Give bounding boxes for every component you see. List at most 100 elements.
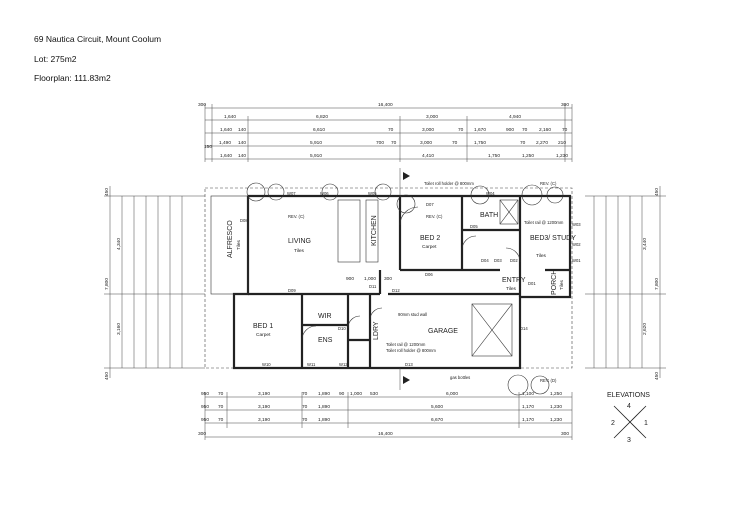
dim-b1-j: 1,100	[522, 391, 534, 397]
address-title: 69 Nautica Circuit, Mount Coolum	[34, 34, 162, 44]
dim-b2-d: 70	[302, 404, 308, 410]
room-ldry: LDRY	[373, 321, 380, 340]
bottom-dimensions: 950 70 3,190 70 1,890 90 1,000 530 6,000…	[198, 391, 573, 440]
dim-inner-900: 900	[346, 276, 354, 282]
dim-b1-d: 70	[302, 391, 308, 397]
room-bed2: BED 2	[420, 235, 440, 242]
dim-b2-e: 1,890	[318, 404, 330, 410]
tag-d14: D14	[520, 326, 528, 331]
room-garage: GARAGE	[428, 328, 458, 335]
dim-b3-b: 70	[218, 417, 224, 423]
dim-l-a: 450	[104, 188, 110, 196]
dim-t5-a: 1,640	[220, 153, 232, 159]
dim-t5-d: 4,410	[422, 153, 434, 159]
note-rev-d: REV. (D)	[540, 378, 557, 383]
dim-t5-c: 5,910	[310, 153, 322, 159]
dim-l-e: 450	[104, 372, 110, 380]
dim-t4-l: 210	[558, 140, 566, 146]
dim-b3-h: 1,230	[550, 417, 562, 423]
dim-b4-b: 16,400	[378, 431, 393, 437]
room-wir: WIR	[318, 313, 332, 320]
tag-w01: W01	[572, 258, 581, 263]
tag-d03: D03	[494, 258, 502, 263]
dim-t4-h: 70	[452, 140, 458, 146]
tag-d13: D13	[405, 362, 413, 367]
elevations-title: ELEVATIONS	[607, 392, 650, 399]
dim-b1-k: 1,250	[550, 391, 562, 397]
dim-t4-a: 150	[204, 144, 212, 150]
room-living: LIVING	[288, 238, 311, 245]
dim-b2-g: 1,170	[522, 404, 534, 410]
dim-t2-a: 1,640	[224, 114, 236, 120]
dim-t3-f: 70	[458, 127, 464, 133]
room-kitchen: KITCHEN	[371, 215, 378, 246]
note-toilet-top: Toilet roll holder @ 800mm	[424, 181, 474, 186]
room-porch-floor: Tiles	[559, 279, 565, 290]
note-rev-c-right: REV. (C)	[540, 181, 557, 186]
room-living-floor: Tiles	[294, 248, 305, 254]
section-arrow-top	[403, 172, 410, 180]
tag-d01: D01	[528, 281, 536, 286]
dim-b4-a: 300	[198, 431, 206, 437]
room-bed3-floor: Tiles	[536, 253, 547, 259]
dim-t4-g: 3,000	[420, 140, 432, 146]
tag-d07: D07	[426, 202, 434, 207]
dim-b3-a: 950	[201, 417, 209, 423]
right-dimensions: 450 3,440 7,800 2,620 450	[585, 186, 666, 380]
dim-t4-k: 2,270	[536, 140, 548, 146]
tag-d10: D10	[338, 326, 346, 331]
lot-size: Lot: 275m2	[34, 54, 77, 64]
garage-car-outline	[471, 303, 513, 357]
dim-t2-c: 3,000	[426, 114, 438, 120]
dim-top-300b: 300	[561, 102, 569, 108]
dim-t5-b: 140	[238, 153, 246, 159]
note-toilet-bath: Toilet rail @ 1200mm	[524, 220, 564, 225]
dim-b3-c: 3,190	[258, 417, 270, 423]
dim-t4-i: 1,750	[474, 140, 486, 146]
tag-w07: W07	[287, 191, 296, 196]
room-bath: BATH	[480, 212, 498, 219]
floorplan-size: Floorplan: 111.83m2	[34, 73, 111, 83]
dim-b1-h: 530	[370, 391, 378, 397]
dim-t3-j: 2,160	[539, 127, 551, 133]
tag-d09: D09	[288, 288, 296, 293]
dim-r-e: 450	[654, 372, 660, 380]
elevation-2: 2	[611, 420, 615, 427]
tag-w02: W02	[572, 242, 581, 247]
elevation-1: 1	[644, 420, 648, 427]
dim-b2-c: 3,190	[258, 404, 270, 410]
dim-r-d: 2,620	[642, 323, 648, 335]
dim-inner-1000: 1,000	[364, 276, 376, 282]
room-bed1-floor: Carpet	[256, 332, 271, 338]
dim-b4-c: 300	[561, 431, 569, 437]
tag-d02: D02	[510, 258, 518, 263]
tag-w04: W04	[486, 191, 495, 196]
note-toilet-ens1: Toilet rail @ 1200mm	[386, 342, 426, 347]
dim-b1-f: 90	[339, 391, 345, 397]
dim-t4-e: 700	[376, 140, 384, 146]
room-alfresco-floor: Tiles	[236, 239, 242, 250]
dim-t5-f: 1,250	[522, 153, 534, 159]
dim-b3-e: 1,890	[318, 417, 330, 423]
dim-t5-g: 1,230	[556, 153, 568, 159]
dim-r-c: 7,800	[654, 278, 660, 290]
room-ens: ENS	[318, 337, 333, 344]
dim-t3-h: 900	[506, 127, 514, 133]
section-arrow-bottom	[403, 376, 410, 384]
dim-t3-k: 70	[562, 127, 568, 133]
tag-w12: W12	[339, 362, 348, 367]
dim-inner-300: 300	[384, 276, 392, 282]
dim-b1-a: 950	[201, 391, 209, 397]
tag-d12: D12	[392, 288, 400, 293]
dim-t4-j: 70	[520, 140, 526, 146]
tag-d08: D08	[240, 218, 248, 223]
dim-t3-e: 3,000	[422, 127, 434, 133]
note-rev-c-bed2: REV. (C)	[426, 214, 443, 219]
dim-t2-b: 6,820	[316, 114, 328, 120]
alfresco-slab	[210, 195, 249, 295]
dim-t3-b: 140	[238, 127, 246, 133]
room-entry: ENTRY	[502, 277, 526, 284]
dim-l-b: 4,340	[116, 238, 122, 250]
kitchen-island	[337, 199, 361, 263]
